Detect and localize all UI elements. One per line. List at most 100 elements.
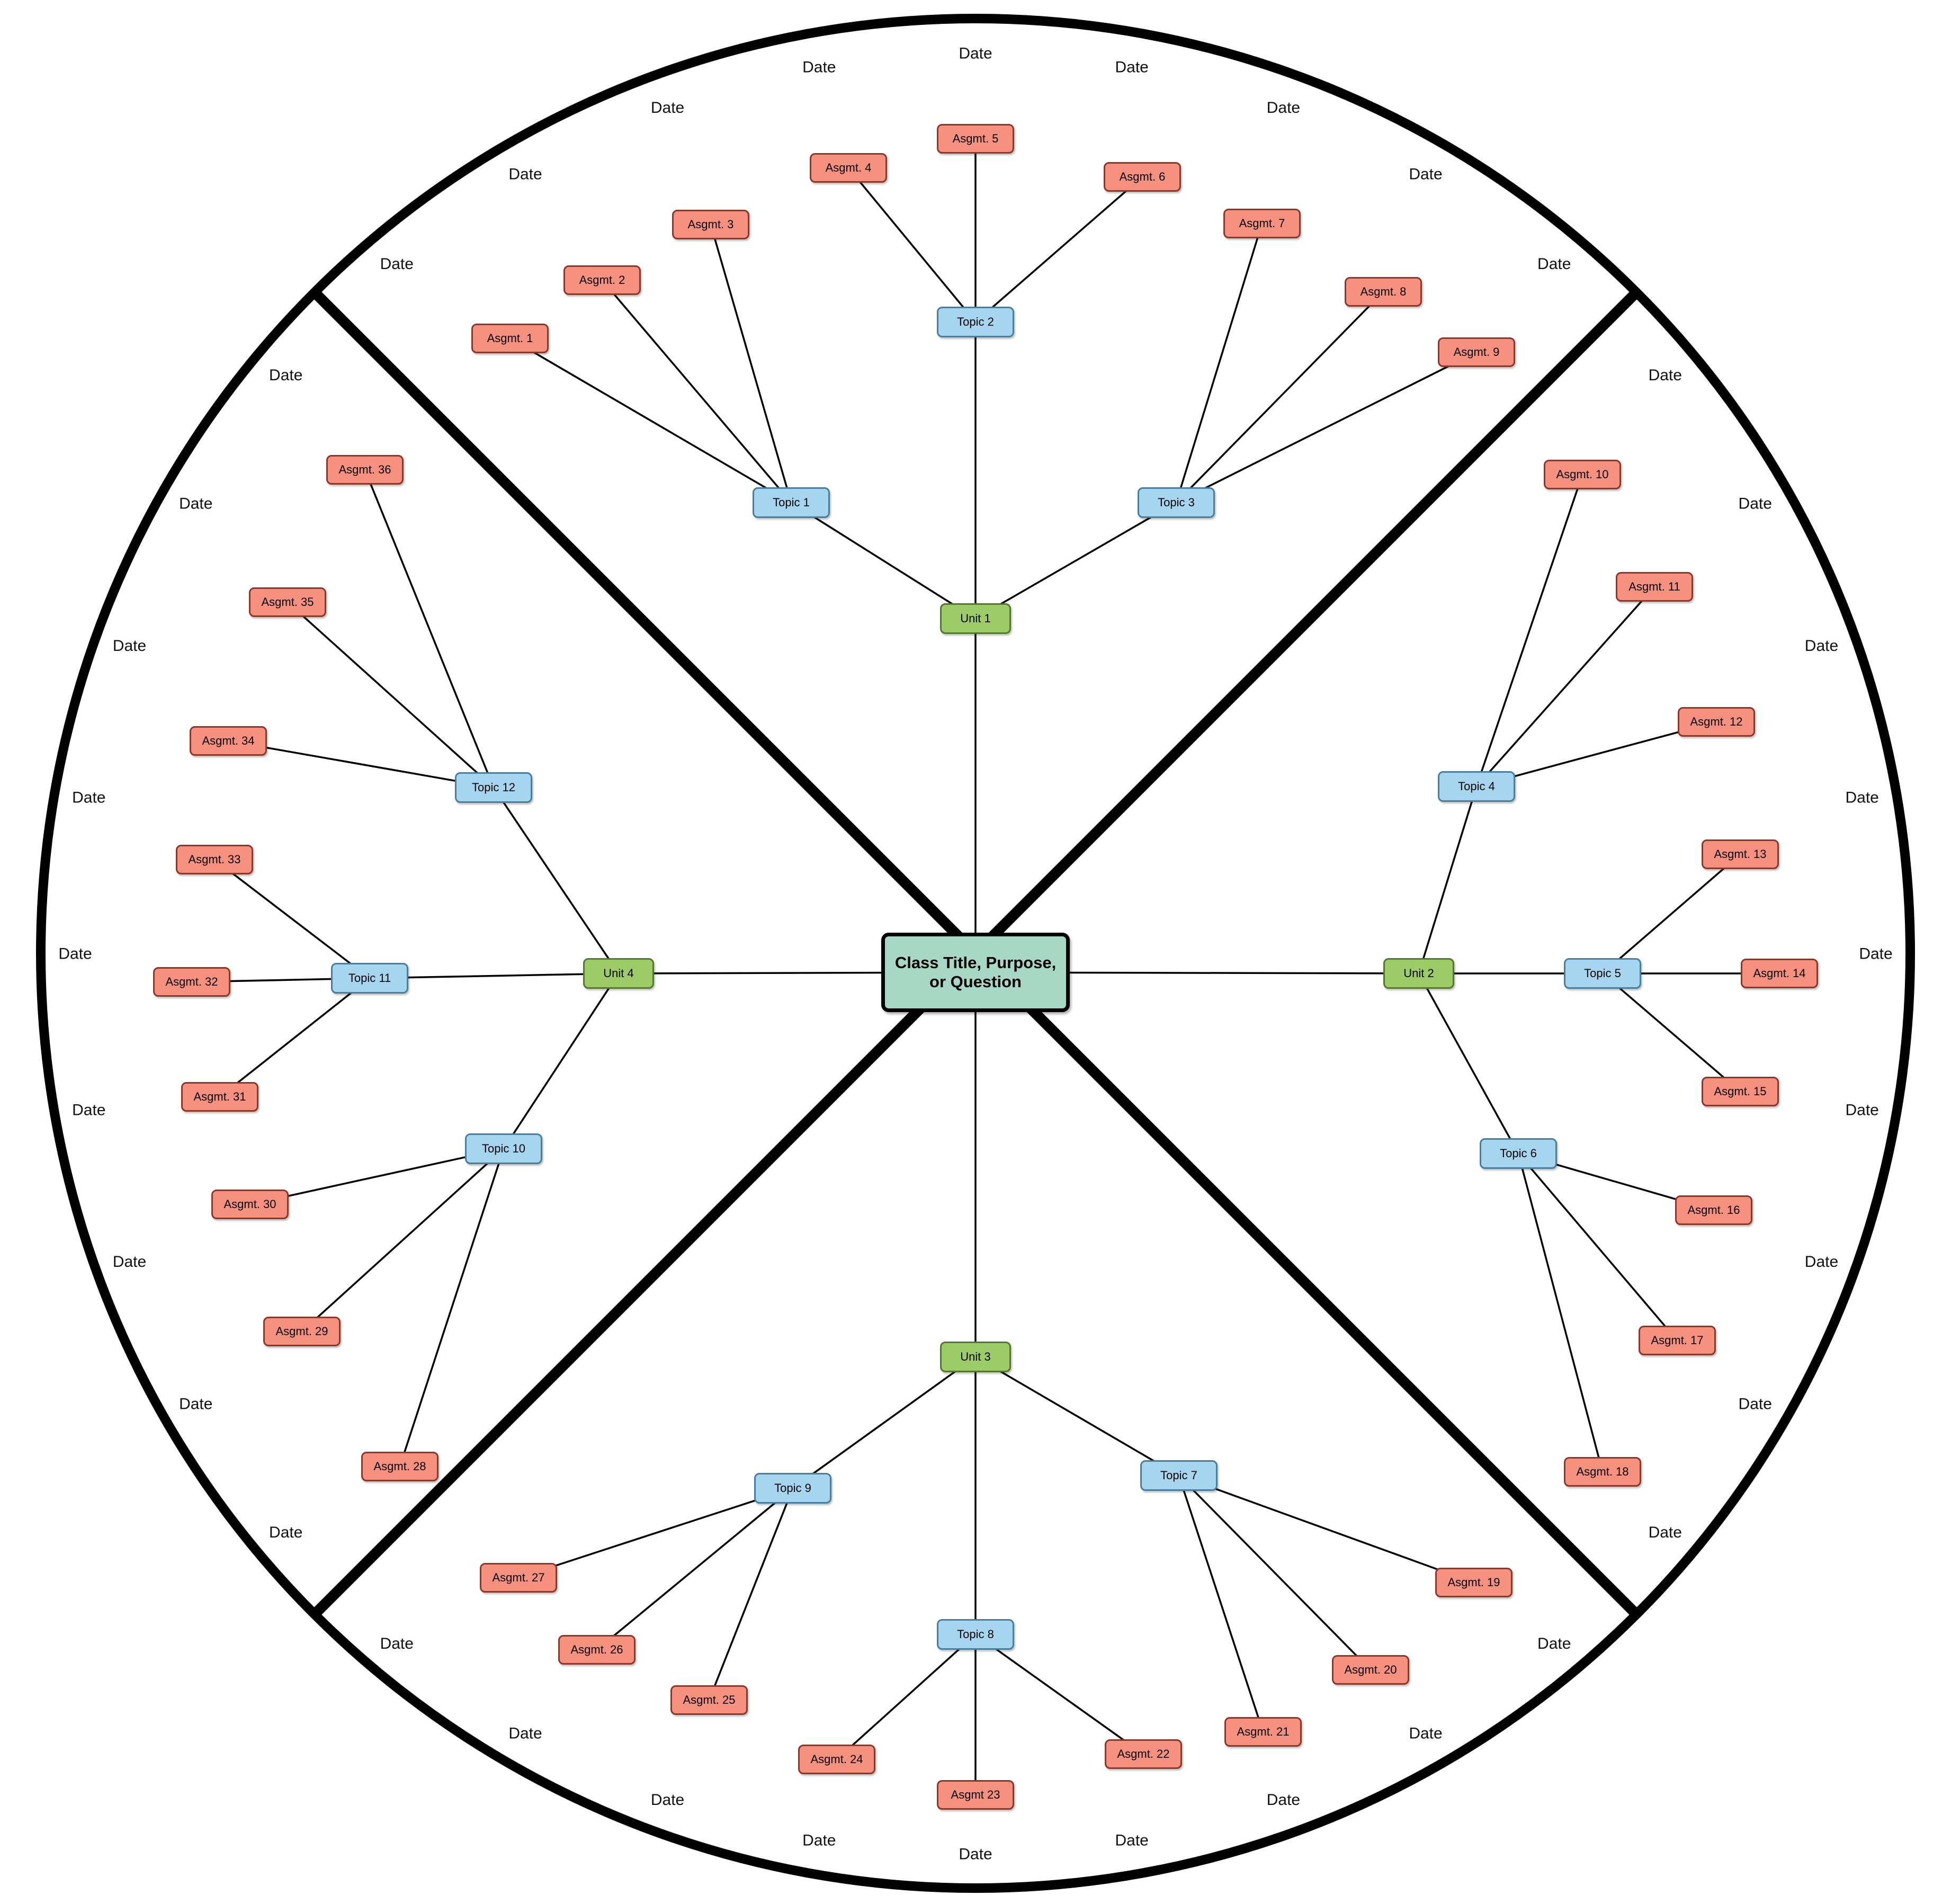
assignment-1-node[interactable]: Asgmt. 1 (471, 324, 549, 353)
date-label[interactable]: Date (380, 1635, 414, 1652)
assignment-36-node[interactable]: Asgmt. 36 (326, 455, 404, 485)
date-label[interactable]: Date (58, 945, 92, 963)
assignment-6-node[interactable]: Asgmt. 6 (1104, 162, 1181, 192)
assignment-3-node[interactable]: Asgmt. 3 (672, 210, 749, 239)
date-label[interactable]: Date (959, 45, 992, 62)
assignment-24-node[interactable]: Asgmt. 24 (798, 1745, 875, 1774)
date-label[interactable]: Date (1845, 1102, 1878, 1119)
date-label[interactable]: Date (1409, 165, 1442, 183)
assignment-32-node[interactable]: Asgmt. 32 (153, 967, 230, 997)
assignment-15-node[interactable]: Asgmt. 15 (1702, 1077, 1779, 1106)
date-label[interactable]: Date (802, 1832, 836, 1849)
date-label[interactable]: Date (651, 1791, 684, 1809)
assignment-8-node[interactable]: Asgmt. 8 (1345, 277, 1422, 307)
connector-line (369, 972, 619, 979)
date-label[interactable]: Date (1409, 1725, 1442, 1742)
date-label[interactable]: Date (1845, 789, 1878, 806)
assignment-35-node[interactable]: Asgmt. 35 (249, 587, 326, 617)
date-label[interactable]: Date (179, 1396, 212, 1413)
assignment-29-node[interactable]: Asgmt. 29 (263, 1317, 341, 1346)
date-label[interactable]: Date (802, 58, 836, 76)
assignment-2-node[interactable]: Asgmt. 2 (563, 265, 641, 295)
date-label[interactable]: Date (1805, 1253, 1838, 1271)
unit-3-node[interactable]: Unit 3 (940, 1342, 1011, 1372)
assignment-23-node[interactable]: Asgmt 23 (937, 1780, 1014, 1810)
assignment-17-node[interactable]: Asgmt. 17 (1639, 1326, 1716, 1355)
topic-5-node[interactable]: Topic 5 (1564, 958, 1641, 989)
date-label[interactable]: Date (72, 1102, 105, 1119)
topic-7-node[interactable]: Topic 7 (1140, 1460, 1218, 1491)
topic-10-node[interactable]: Topic 10 (465, 1133, 542, 1164)
date-label[interactable]: Date (269, 367, 302, 384)
topic-12-node[interactable]: Topic 12 (455, 772, 532, 803)
date-label[interactable]: Date (1115, 58, 1149, 76)
assignment-30-node[interactable]: Asgmt. 30 (211, 1190, 289, 1219)
date-label[interactable]: Date (1267, 1791, 1300, 1809)
connector-line (1475, 586, 1655, 788)
date-label[interactable]: Date (1859, 945, 1892, 963)
date-label[interactable]: Date (113, 637, 146, 655)
assignment-33-node[interactable]: Asgmt. 33 (176, 845, 253, 874)
assignment-22-node[interactable]: Asgmt. 22 (1105, 1739, 1182, 1769)
connector-line (792, 1356, 977, 1489)
assignment-27-node[interactable]: Asgmt. 27 (480, 1563, 557, 1593)
date-label[interactable]: Date (179, 495, 212, 513)
assignment-16-node[interactable]: Asgmt. 16 (1675, 1195, 1752, 1225)
assignment-21-node[interactable]: Asgmt. 21 (1224, 1717, 1302, 1747)
assignment-7-node[interactable]: Asgmt. 7 (1223, 209, 1301, 238)
topic-3-node[interactable]: Topic 3 (1138, 487, 1215, 518)
assignment-28-node[interactable]: Asgmt. 28 (361, 1452, 438, 1481)
outer-circle (36, 14, 1915, 1893)
date-label[interactable]: Date (1739, 495, 1772, 513)
assignment-4-node[interactable]: Asgmt. 4 (810, 153, 887, 183)
date-label[interactable]: Date (1649, 1524, 1682, 1541)
topic-1-node[interactable]: Topic 1 (753, 487, 830, 518)
assignment-25-node[interactable]: Asgmt. 25 (670, 1685, 748, 1715)
date-label[interactable]: Date (651, 99, 684, 117)
topic-11-node[interactable]: Topic 11 (331, 963, 408, 994)
assignment-20-node[interactable]: Asgmt. 20 (1332, 1655, 1409, 1685)
unit-1-node[interactable]: Unit 1 (940, 603, 1011, 634)
assignment-9-node[interactable]: Asgmt. 9 (1438, 337, 1515, 367)
assignment-5-node[interactable]: Asgmt. 5 (937, 124, 1014, 154)
assignment-18-node[interactable]: Asgmt. 18 (1564, 1457, 1641, 1487)
connector-line (1418, 786, 1478, 974)
date-label[interactable]: Date (1537, 1635, 1571, 1652)
center-node[interactable]: Class Title, Purpose, or Question (881, 933, 1070, 1012)
connector-line (503, 973, 620, 1149)
date-label[interactable]: Date (1267, 99, 1300, 117)
topic-4-node[interactable]: Topic 4 (1438, 771, 1515, 802)
date-label[interactable]: Date (1805, 637, 1838, 655)
unit-2-node[interactable]: Unit 2 (1383, 958, 1454, 989)
assignment-10-node[interactable]: Asgmt. 10 (1544, 460, 1621, 489)
assignment-19-node[interactable]: Asgmt. 19 (1435, 1568, 1513, 1597)
connector-line (1178, 1474, 1372, 1671)
date-label[interactable]: Date (1739, 1396, 1772, 1413)
date-label[interactable]: Date (1115, 1832, 1149, 1849)
assignment-11-node[interactable]: Asgmt. 11 (1616, 572, 1693, 602)
topic-9-node[interactable]: Topic 9 (754, 1473, 831, 1504)
topic-2-node[interactable]: Topic 2 (937, 307, 1014, 337)
date-label[interactable]: Date (380, 255, 414, 273)
date-label[interactable]: Date (959, 1846, 992, 1863)
topic-8-node[interactable]: Topic 8 (937, 1619, 1014, 1650)
topic-6-node[interactable]: Topic 6 (1480, 1138, 1557, 1169)
connector-line (975, 502, 1177, 620)
date-label[interactable]: Date (1649, 367, 1682, 384)
date-label[interactable]: Date (72, 789, 105, 806)
date-label[interactable]: Date (269, 1524, 302, 1541)
assignment-31-node[interactable]: Asgmt. 31 (181, 1082, 258, 1112)
assignment-34-node[interactable]: Asgmt. 34 (190, 726, 267, 756)
connector-line (1176, 351, 1477, 504)
date-label[interactable]: Date (508, 1725, 542, 1742)
assignment-13-node[interactable]: Asgmt. 13 (1702, 839, 1779, 869)
unit-4-node[interactable]: Unit 4 (583, 958, 654, 989)
assignment-12-node[interactable]: Asgmt. 12 (1678, 707, 1755, 737)
date-label[interactable]: Date (1537, 255, 1571, 273)
connector-line (1476, 721, 1717, 788)
date-label[interactable]: Date (113, 1253, 146, 1271)
connector-line (975, 1356, 1179, 1477)
date-label[interactable]: Date (508, 165, 542, 183)
assignment-14-node[interactable]: Asgmt. 14 (1741, 959, 1818, 988)
assignment-26-node[interactable]: Asgmt. 26 (558, 1635, 636, 1665)
